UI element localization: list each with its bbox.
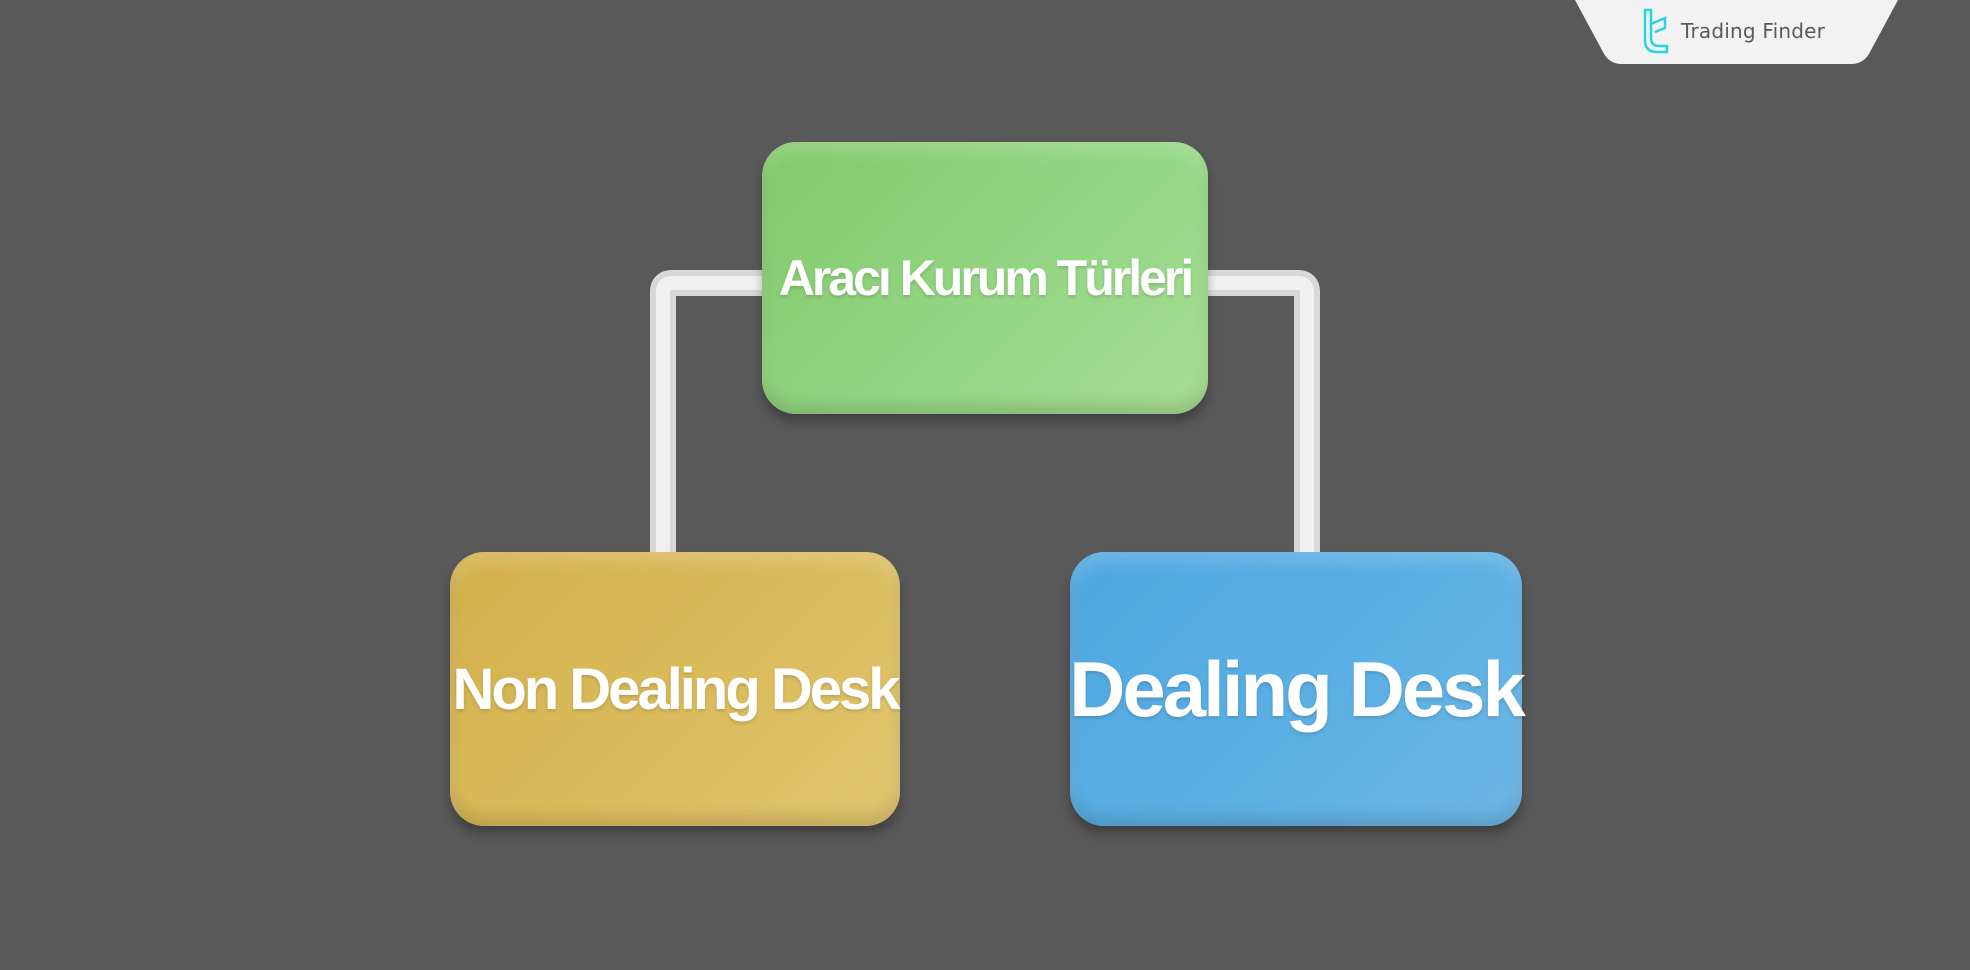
child-node-dealing-desk: Dealing Desk <box>1069 552 1526 826</box>
root-node: Aracı Kurum Türleri <box>762 142 1208 414</box>
root-node-label: Aracı Kurum Türleri <box>778 250 1195 306</box>
brand-logo: Trading Finder <box>1575 0 1898 64</box>
connector-right <box>1200 270 1320 560</box>
child-node-non-dealing-desk: Non Dealing Desk <box>450 552 901 826</box>
child-node-label: Non Dealing Desk <box>452 656 900 722</box>
connector-left <box>650 270 770 560</box>
logo-badge <box>1575 0 1898 64</box>
child-node-label: Dealing Desk <box>1069 644 1526 733</box>
trading-finder-logo-icon <box>1643 8 1669 54</box>
brand-name: Trading Finder <box>1681 19 1826 43</box>
